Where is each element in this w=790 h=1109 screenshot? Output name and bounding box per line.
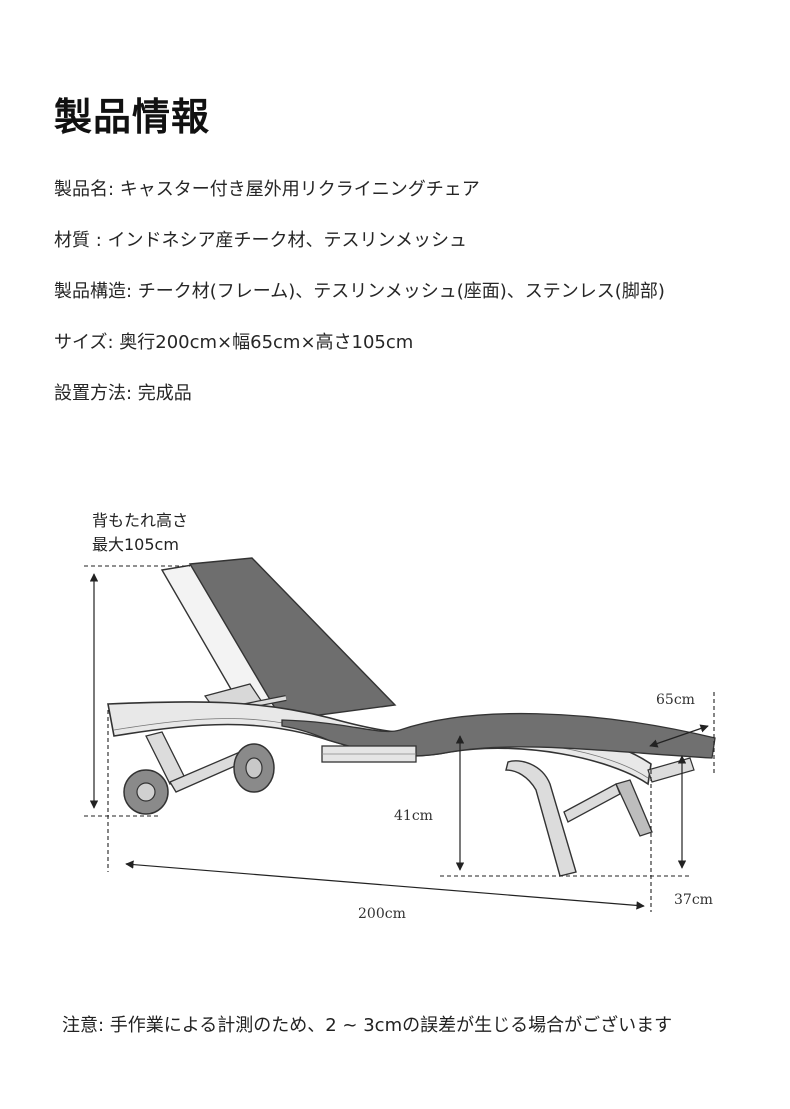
backrest	[160, 557, 397, 723]
width-label: 65cm	[656, 692, 695, 708]
chair-drawing: 背もたれ高さ 最大105cm 65cm 41cm 37cm 200cm	[84, 511, 716, 922]
dimension-width: 65cm	[649, 692, 715, 776]
seat-height-label: 41cm	[394, 808, 433, 824]
dimension-foot-height: 37cm	[650, 755, 713, 912]
front-legs	[505, 757, 695, 877]
dimension-backrest-height: 背もたれ高さ 最大105cm	[84, 511, 190, 872]
spec-list: 製品名: キャスター付き屋外用リクライニングチェア 材質 : インドネシア産チー…	[54, 176, 754, 431]
backrest-height-label-line2: 最大105cm	[92, 535, 179, 554]
dimension-length: 200cm	[125, 860, 645, 922]
spec-material: 材質 : インドネシア産チーク材、テスリンメッシュ	[54, 230, 467, 251]
spec-installation: 設置方法: 完成品	[54, 383, 192, 404]
measurement-note: 注意: 手作業による計測のため、2 ~ 3cmの誤差が生じる場合がございます	[62, 1015, 673, 1036]
dimension-seat-height: 41cm	[394, 735, 690, 877]
chair-dimension-diagram: 背もたれ高さ 最大105cm 65cm 41cm 37cm 200cm	[50, 440, 750, 980]
page-title: 製品情報	[54, 95, 211, 139]
rear-legs	[123, 731, 275, 815]
spec-structure: 製品構造: チーク材(フレーム)、テスリンメッシュ(座面)、ステンレス(脚部)	[54, 281, 665, 302]
foot-height-label: 37cm	[674, 892, 713, 908]
spec-size: サイズ: 奥行200cm×幅65cm×高さ105cm	[54, 332, 414, 353]
spec-product-name: 製品名: キャスター付き屋外用リクライニングチェア	[54, 179, 480, 200]
backrest-height-label-line1: 背もたれ高さ	[92, 511, 188, 530]
length-label: 200cm	[358, 906, 406, 922]
side-tray	[321, 745, 417, 763]
